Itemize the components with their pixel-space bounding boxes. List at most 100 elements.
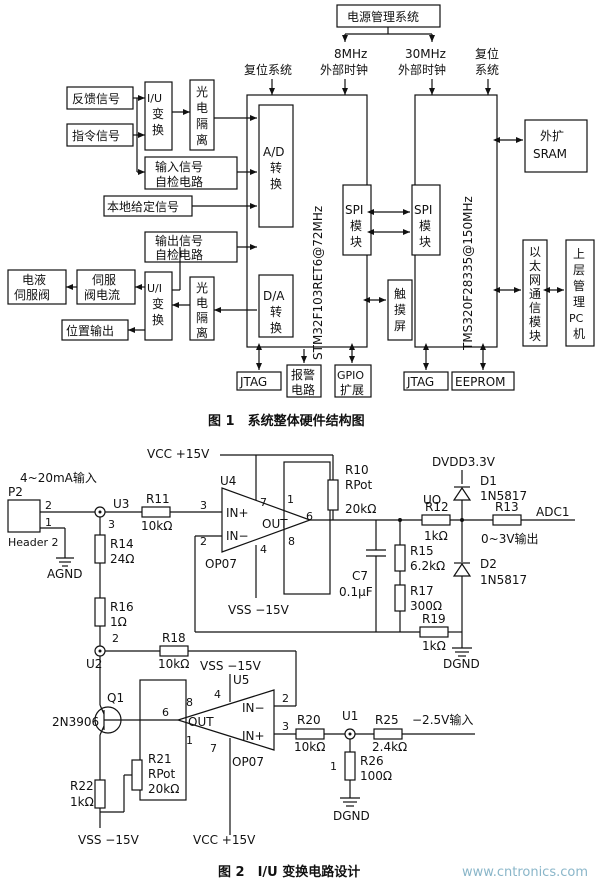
eth-2: 太 bbox=[529, 258, 541, 273]
u5-pin2: 2 bbox=[282, 692, 289, 705]
r15-resistor bbox=[394, 544, 406, 572]
valve-current-label-2: 阀电流 bbox=[84, 288, 120, 302]
input-selfcheck-label-1: 输入信号 bbox=[155, 159, 203, 174]
r12-value: 1kΩ bbox=[424, 529, 448, 543]
u2-pin2: 2 bbox=[112, 632, 119, 645]
r26-value: 100Ω bbox=[360, 769, 392, 783]
tms-label: TMS320F28335@150MHz bbox=[461, 196, 475, 351]
opto-in-label-4: 离 bbox=[196, 132, 208, 147]
d2-value: 1N5817 bbox=[480, 573, 527, 587]
jtag-tms-box bbox=[403, 371, 449, 391]
touch-screen-box bbox=[387, 279, 413, 341]
opto-in-label-2: 电 bbox=[196, 101, 208, 115]
u4-pin2: 2 bbox=[200, 535, 207, 548]
r13-label: R13 bbox=[495, 500, 519, 514]
spi-stm-label-3: 块 bbox=[350, 235, 362, 249]
eeprom-label: EEPROM bbox=[455, 375, 506, 389]
r19-resistor bbox=[419, 626, 449, 638]
r11-label: R11 bbox=[146, 492, 170, 506]
r21-label: R21 bbox=[148, 752, 172, 766]
opto-out-label-4: 离 bbox=[196, 325, 208, 340]
position-output-label: 位置输出 bbox=[66, 323, 114, 338]
r12-label: R12 bbox=[425, 500, 449, 514]
valve-current-label-1: 伺服 bbox=[92, 273, 116, 287]
spi-tms-label-2: 模 bbox=[419, 219, 431, 233]
r10-rpot: RPot bbox=[345, 478, 372, 492]
valve-current-box bbox=[76, 269, 136, 305]
watermark-text: www.cntronics.com bbox=[462, 865, 588, 880]
iu-convert-box bbox=[144, 81, 173, 151]
u5-pin3: 3 bbox=[282, 720, 289, 733]
gpio-expansion-box bbox=[334, 364, 372, 398]
adc1-label: ADC1 bbox=[536, 505, 569, 519]
reset-system-right-2: 系统 bbox=[475, 63, 499, 77]
opto-out-label-3: 隔 bbox=[196, 311, 208, 325]
clock-30mhz-sub: 外部时钟 bbox=[398, 62, 446, 77]
dgnd1-label: DGND bbox=[443, 657, 480, 671]
p2-label: P2 bbox=[8, 485, 23, 499]
spi-tms-label: SPI bbox=[414, 203, 432, 217]
r18-resistor bbox=[159, 645, 189, 657]
jtag-tms-label: JTAG bbox=[406, 375, 434, 389]
u4-pin4: 4 bbox=[260, 543, 267, 556]
u4-label: U4 bbox=[220, 474, 236, 488]
jtag-stm-label: JTAG bbox=[239, 375, 267, 389]
dgnd2-label: DGND bbox=[333, 809, 370, 823]
u5-pin1: 1 bbox=[186, 734, 193, 747]
r19-value: 1kΩ bbox=[422, 639, 446, 653]
spi-tms-label-3: 块 bbox=[419, 235, 431, 249]
uo-label: UO bbox=[423, 493, 441, 507]
command-signal-label: 指令信号 bbox=[72, 128, 120, 143]
feedback-signal-label: 反馈信号 bbox=[72, 92, 120, 106]
alarm-label-2: 电路 bbox=[291, 382, 315, 397]
input-selfcheck-label-2: 自检电路 bbox=[155, 174, 203, 189]
ui-convert-label: U/I bbox=[147, 282, 162, 295]
gpio-label-2: 扩展 bbox=[340, 383, 364, 397]
neg-input-label: −2.5V输入 bbox=[412, 712, 473, 727]
ad-converter-box bbox=[258, 104, 294, 228]
pc-3: 管 bbox=[573, 278, 585, 293]
u4-out: OUT bbox=[262, 517, 288, 531]
u1-pin1: 1 bbox=[330, 760, 337, 773]
figure-2-caption: 图 2 I/U 变换电路设计 bbox=[218, 864, 360, 880]
c7-value: 0.1μF bbox=[339, 585, 373, 599]
r25-resistor bbox=[373, 728, 403, 740]
u4-opamp bbox=[221, 487, 312, 553]
u5-part: OP07 bbox=[232, 755, 264, 769]
u4-part: OP07 bbox=[205, 557, 237, 571]
r20-resistor bbox=[295, 728, 325, 740]
dvdd-label: DVDD3.3V bbox=[432, 455, 496, 469]
u5-offset-frame bbox=[139, 679, 187, 801]
r10-pot bbox=[327, 479, 339, 511]
r12-resistor bbox=[421, 514, 451, 526]
alarm-label-1: 报警 bbox=[291, 367, 315, 382]
u4-offset-frame bbox=[283, 461, 331, 595]
eth-4: 通 bbox=[529, 287, 541, 301]
jtag-stm-box bbox=[236, 371, 282, 391]
ui-convert-box bbox=[144, 271, 173, 341]
r21-value: 20kΩ bbox=[148, 782, 179, 796]
u4-inminus: IN− bbox=[226, 529, 249, 543]
pc-6: 机 bbox=[573, 327, 585, 341]
r21-pot bbox=[131, 759, 143, 791]
upper-pc-box bbox=[565, 239, 595, 347]
u5-opamp bbox=[175, 689, 275, 751]
u5-pin8: 8 bbox=[186, 696, 193, 709]
da-label-2: 转 bbox=[270, 304, 282, 319]
vcc-top-label: VCC +15V bbox=[147, 447, 210, 461]
da-label-3: 换 bbox=[270, 321, 282, 335]
r10-value: 20kΩ bbox=[345, 502, 376, 516]
r22-resistor bbox=[94, 779, 106, 809]
r20-value: 10kΩ bbox=[294, 740, 325, 754]
r15-value: 6.2kΩ bbox=[410, 559, 445, 573]
iu-convert-label: I/U bbox=[147, 92, 162, 105]
stm32-label: STM32F103RET6@72MHz bbox=[311, 206, 325, 360]
pc-2: 层 bbox=[573, 263, 585, 277]
agnd-label: AGND bbox=[47, 567, 83, 581]
eth-3: 网 bbox=[529, 273, 541, 287]
power-management-label: 电源管理系统 bbox=[347, 9, 419, 24]
clock-8mhz-sub: 外部时钟 bbox=[320, 62, 368, 77]
pc-5: PC bbox=[569, 312, 584, 325]
vss-u5-label: VSS −15V bbox=[200, 659, 262, 673]
iu-convert-label-3: 换 bbox=[152, 123, 164, 137]
